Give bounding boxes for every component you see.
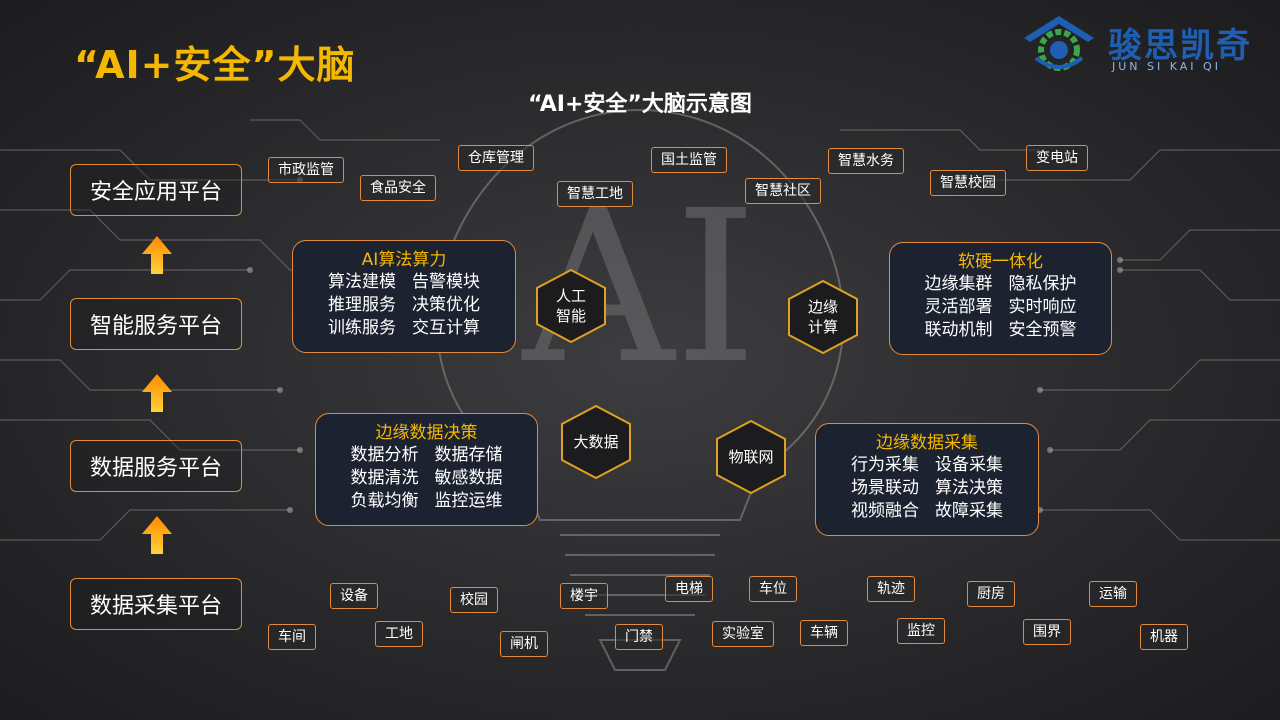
collect-tag: 机器 xyxy=(1140,624,1188,650)
app-tag: 变电站 xyxy=(1026,145,1088,171)
app-tag: 智慧社区 xyxy=(745,178,821,204)
hex-bigdata: 大数据 xyxy=(560,404,632,480)
up-arrow-icon xyxy=(142,374,172,412)
collect-tag: 厨房 xyxy=(967,581,1015,607)
collect-tag: 实验室 xyxy=(712,621,774,647)
collect-tag: 校园 xyxy=(450,587,498,613)
collect-tag: 运输 xyxy=(1089,581,1137,607)
platform-data-service: 数据服务平台 xyxy=(70,440,242,492)
card-title: AI算法算力 xyxy=(361,250,447,270)
collect-tag: 轨迹 xyxy=(867,576,915,602)
card-ai-compute: AI算法算力 算法建模告警模块 推理服务决策优化 训练服务交互计算 xyxy=(292,240,516,353)
collect-tag: 电梯 xyxy=(665,576,713,602)
card-soft-hard: 软硬一体化 边缘集群隐私保护 灵活部署实时响应 联动机制安全预警 xyxy=(889,242,1112,355)
collect-tag: 围界 xyxy=(1023,619,1071,645)
app-tag: 智慧水务 xyxy=(828,148,904,174)
collect-tag: 门禁 xyxy=(615,624,663,650)
diagram-subtitle: “AI+安全”大脑示意图 xyxy=(528,92,752,117)
app-tag: 国土监管 xyxy=(651,147,727,173)
logo-pinyin: JUN SI KAI QI xyxy=(1112,60,1221,73)
hex-ai: 人工 智能 xyxy=(535,268,607,344)
card-title: 边缘数据决策 xyxy=(375,423,478,443)
platform-security-app: 安全应用平台 xyxy=(70,164,242,216)
platform-data-collect: 数据采集平台 xyxy=(70,578,242,630)
logo-name: 骏思凯奇 xyxy=(1108,26,1252,66)
app-tag: 市政监管 xyxy=(268,157,344,183)
collect-tag: 监控 xyxy=(897,618,945,644)
collect-tag: 车辆 xyxy=(800,620,848,646)
app-tag: 智慧工地 xyxy=(557,181,633,207)
collect-tag: 闸机 xyxy=(500,631,548,657)
app-tag: 食品安全 xyxy=(360,175,436,201)
gear-shield-logo-icon xyxy=(1024,16,1094,71)
card-title: 边缘数据采集 xyxy=(876,433,978,453)
brand-logo: 骏思凯奇 JUN SI KAI QI xyxy=(1016,8,1272,80)
hex-edge-compute: 边缘 计算 xyxy=(787,279,859,355)
app-tag: 智慧校园 xyxy=(930,170,1006,196)
up-arrow-icon xyxy=(142,516,172,554)
card-title: 软硬一体化 xyxy=(958,252,1043,272)
circuit-lines-icon xyxy=(0,119,1280,541)
collect-tag: 设备 xyxy=(330,583,378,609)
collect-tag: 工地 xyxy=(375,621,423,647)
collect-tag: 车位 xyxy=(749,576,797,602)
up-arrow-icon xyxy=(142,236,172,274)
platform-smart-service: 智能服务平台 xyxy=(70,298,242,350)
app-tag: 仓库管理 xyxy=(458,145,534,171)
collect-tag: 车间 xyxy=(268,624,316,650)
page-title: “AI+安全”大脑 xyxy=(74,43,356,87)
card-edge-collect: 边缘数据采集 行为采集设备采集 场景联动算法决策 视频融合故障采集 xyxy=(815,423,1039,536)
card-edge-decision: 边缘数据决策 数据分析数据存储 数据清洗敏感数据 负载均衡监控运维 xyxy=(315,413,538,526)
collect-tag: 楼宇 xyxy=(560,583,608,609)
hex-iot: 物联网 xyxy=(715,419,787,495)
